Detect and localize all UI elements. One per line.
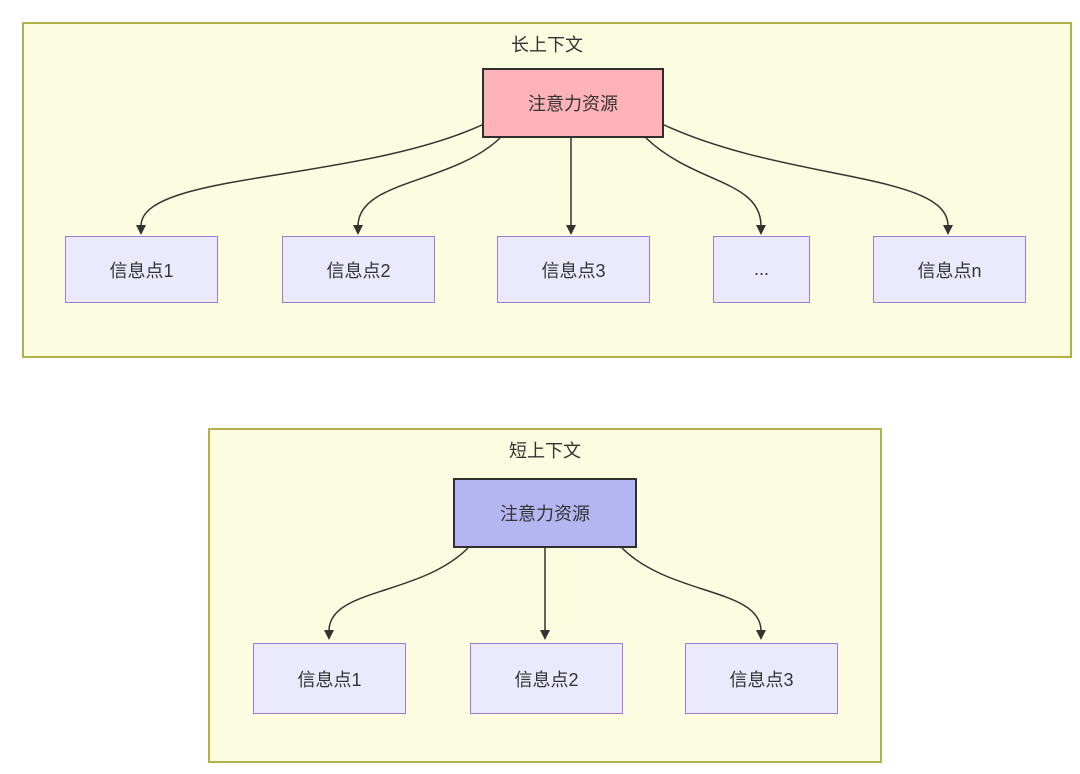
info-point-label: 信息点3 bbox=[729, 669, 794, 690]
info-point-node-long-3: 信息点3 bbox=[497, 236, 650, 303]
info-point-node-short-2: 信息点2 bbox=[470, 643, 623, 714]
attention-resource-label: 注意力资源 bbox=[528, 94, 618, 114]
info-point-node-long-1: 信息点1 bbox=[65, 236, 218, 303]
info-point-label: 信息点n bbox=[917, 260, 982, 281]
info-point-node-long-ellipsis: ... bbox=[713, 236, 810, 303]
info-point-label: 信息点2 bbox=[514, 669, 579, 690]
info-point-node-short-1: 信息点1 bbox=[253, 643, 406, 714]
info-point-node-short-3: 信息点3 bbox=[685, 643, 838, 714]
attention-resource-label: 注意力资源 bbox=[500, 504, 590, 524]
short-context-title: 短上下文 bbox=[509, 441, 581, 461]
info-point-node-long-2: 信息点2 bbox=[282, 236, 435, 303]
info-point-label: 信息点3 bbox=[541, 260, 606, 281]
info-point-label: 信息点1 bbox=[109, 260, 174, 281]
info-point-label: 信息点1 bbox=[297, 669, 362, 690]
long-context-title: 长上下文 bbox=[511, 35, 583, 55]
info-point-label: ... bbox=[753, 259, 769, 279]
attention-resource-node-short: 注意力资源 bbox=[453, 478, 637, 548]
attention-resource-node-long: 注意力资源 bbox=[482, 68, 664, 138]
info-point-label: 信息点2 bbox=[326, 260, 391, 281]
info-point-node-long-n: 信息点n bbox=[873, 236, 1026, 303]
